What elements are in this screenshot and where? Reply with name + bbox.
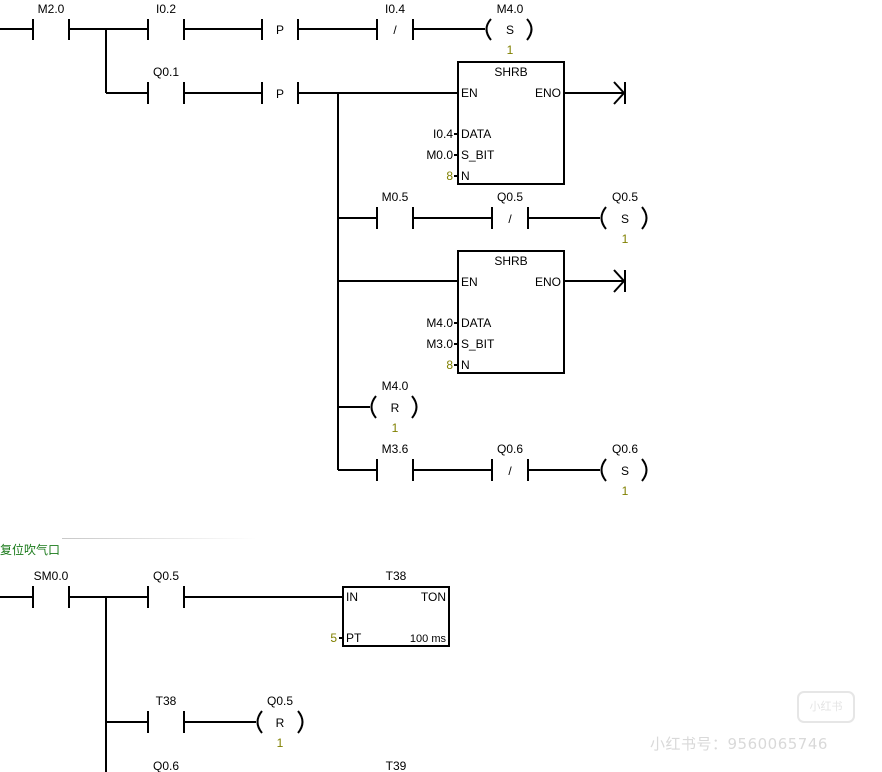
data-label: DATA [461, 316, 491, 330]
coil-count: 1 [277, 736, 284, 750]
edge-symbol: P [276, 23, 284, 37]
contact-label: T38 [156, 694, 177, 708]
timer-name: T38 [386, 569, 407, 583]
nc-symbol: / [508, 464, 512, 478]
sbit-operand: M0.0 [426, 148, 453, 162]
contact-i0-2[interactable]: I0.2 [147, 2, 185, 40]
coil-op: R [391, 401, 400, 415]
coil-op: S [506, 23, 514, 37]
en-label: EN [461, 275, 478, 289]
timer-name-t39: T39 [386, 759, 407, 772]
coil-address: M4.0 [382, 379, 409, 393]
positive-edge-1[interactable]: P [261, 19, 299, 40]
n-operand: 8 [446, 169, 453, 183]
contact-label: Q0.5 [497, 190, 523, 204]
contact-q0-1[interactable]: Q0.1 [147, 65, 185, 104]
contact-m2-0[interactable]: M2.0 [32, 2, 70, 40]
block-title: SHRB [494, 254, 527, 268]
watermark-logo: 小红书 [797, 691, 855, 723]
n-operand: 8 [446, 358, 453, 372]
edge-symbol: P [276, 87, 284, 101]
contact-label: Q0.1 [153, 65, 179, 79]
nc-symbol: / [393, 23, 397, 37]
data-label: DATA [461, 127, 491, 141]
sbit-operand: M3.0 [426, 337, 453, 351]
eno-arrow-2 [564, 269, 626, 293]
set-coil-q0-5[interactable]: S Q0.5 1 [600, 190, 648, 246]
coil-op: S [621, 464, 629, 478]
contact-label: I0.2 [156, 2, 176, 16]
contact-q0-5[interactable]: Q0.5 [147, 569, 185, 608]
n-label: N [461, 169, 470, 183]
set-coil-q0-6[interactable]: S Q0.6 1 [600, 442, 648, 498]
network-comment[interactable]: 复位吹气口 [0, 543, 61, 557]
coil-address: M4.0 [497, 2, 524, 16]
contact-m0-5[interactable]: M0.5 [376, 190, 414, 229]
contact-t38[interactable]: T38 [147, 694, 185, 733]
contact-sm0-0[interactable]: SM0.0 [32, 569, 70, 608]
reset-coil-q0-5[interactable]: R Q0.5 1 [256, 694, 304, 750]
set-coil-m4-0[interactable]: S M4.0 1 [485, 2, 533, 57]
time-base: 100 ms [410, 633, 447, 645]
eno-label: ENO [535, 275, 561, 289]
sbit-label: S_BIT [461, 337, 495, 351]
n-label: N [461, 358, 470, 372]
contact-label-q0-6: Q0.6 [153, 759, 179, 772]
timer-type: TON [421, 590, 446, 604]
positive-edge-2[interactable]: P [261, 82, 299, 104]
coil-address: Q0.5 [612, 190, 638, 204]
nc-contact-q0-6[interactable]: / Q0.6 [491, 442, 529, 481]
block-title: SHRB [494, 65, 527, 79]
shrb-block-2[interactable]: SHRB EN ENO DATA S_BIT N M4.0 M3.0 8 [426, 250, 565, 374]
reset-coil-m4-0[interactable]: R M4.0 1 [370, 379, 418, 435]
contact-label: Q0.6 [497, 442, 523, 456]
contact-m3-6[interactable]: M3.6 [376, 442, 414, 481]
nc-symbol: / [508, 212, 512, 226]
coil-op: S [621, 212, 629, 226]
comment-divider [62, 538, 257, 539]
contact-label: M0.5 [382, 190, 409, 204]
coil-address: Q0.5 [267, 694, 293, 708]
data-operand: M4.0 [426, 316, 453, 330]
coil-count: 1 [622, 232, 629, 246]
contact-label: SM0.0 [34, 569, 69, 583]
pt-operand: 5 [330, 631, 337, 645]
eno-label: ENO [535, 86, 561, 100]
coil-count: 1 [507, 43, 514, 57]
contact-label: I0.4 [385, 2, 405, 16]
nc-contact-i0-4[interactable]: / I0.4 [376, 2, 414, 40]
contact-label: M2.0 [38, 2, 65, 16]
coil-count: 1 [622, 484, 629, 498]
pt-label: PT [346, 631, 362, 645]
coil-address: Q0.6 [612, 442, 638, 456]
contact-label: Q0.5 [153, 569, 179, 583]
coil-count: 1 [392, 421, 399, 435]
nc-contact-q0-5[interactable]: / Q0.5 [491, 190, 529, 229]
data-operand: I0.4 [433, 127, 453, 141]
en-label: EN [461, 86, 478, 100]
sbit-label: S_BIT [461, 148, 495, 162]
timer-t38[interactable]: T38 IN TON PT 100 ms 5 [330, 569, 450, 647]
shrb-block-1[interactable]: SHRB EN ENO DATA S_BIT N I0.4 M0.0 8 [426, 61, 565, 185]
eno-arrow-1 [564, 81, 626, 105]
contact-label: M3.6 [382, 442, 409, 456]
watermark-text: 小红书号：9560065746 [650, 735, 828, 753]
in-label: IN [346, 590, 358, 604]
coil-op: R [276, 716, 285, 730]
